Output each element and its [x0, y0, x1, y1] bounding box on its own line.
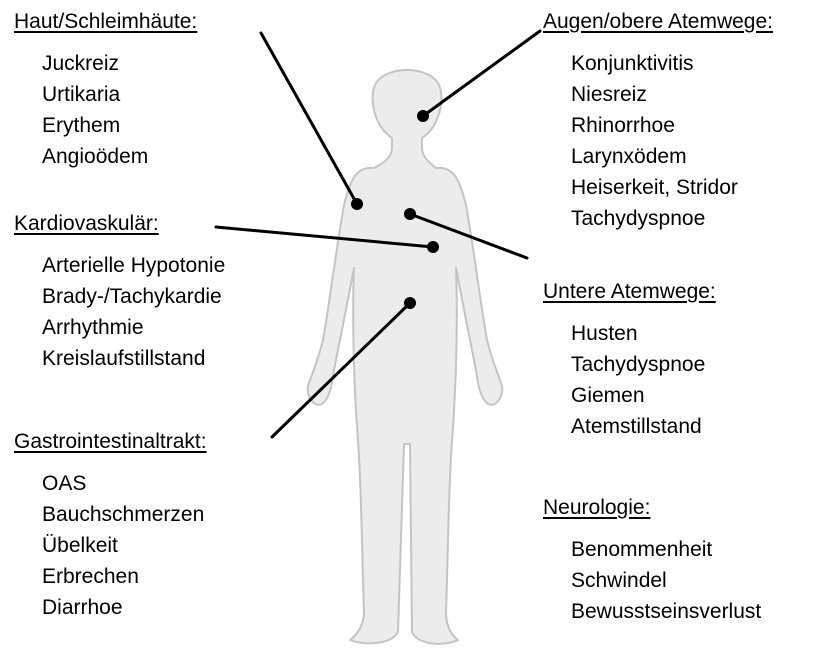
list-item: Rhinorrhoe	[571, 110, 773, 141]
heading-haut: Haut/Schleimhäute:	[14, 10, 197, 34]
list-item: Larynxödem	[571, 141, 773, 172]
list-item: Atemstillstand	[571, 411, 716, 442]
heading-augen: Augen/obere Atemwege:	[543, 10, 773, 34]
list-item: Urtikaria	[42, 79, 197, 110]
list-item: Arterielle Hypotonie	[42, 250, 225, 281]
heading-gastro: Gastrointestinaltrakt:	[14, 430, 207, 454]
dot-head	[417, 110, 429, 122]
list-item: Erythem	[42, 110, 197, 141]
body-silhouette	[308, 70, 503, 644]
group-kardiovaskulaer: Kardiovaskulär: Arterielle Hypotonie Bra…	[14, 212, 225, 374]
dot-chest	[404, 208, 416, 220]
list-neuro: Benommenheit Schwindel Bewusstseinsverlu…	[571, 534, 761, 627]
list-item: Husten	[571, 318, 716, 349]
list-item: Juckreiz	[42, 48, 197, 79]
list-untere: Husten Tachydyspnoe Giemen Atemstillstan…	[571, 318, 716, 442]
list-item: Kreislaufstillstand	[42, 343, 225, 374]
connector-haut	[261, 33, 357, 204]
list-item: Bewusstseinsverlust	[571, 596, 761, 627]
list-haut: Juckreiz Urtikaria Erythem Angioödem	[42, 48, 197, 172]
heading-kardio: Kardiovaskulär:	[14, 212, 225, 236]
dot-heart	[427, 241, 439, 253]
list-gastro: OAS Bauchschmerzen Übelkeit Erbrechen Di…	[42, 468, 207, 623]
group-haut-schleimhaeute: Haut/Schleimhäute: Juckreiz Urtikaria Er…	[14, 10, 197, 172]
group-gastrointestinaltrakt: Gastrointestinaltrakt: OAS Bauchschmerze…	[14, 430, 207, 623]
group-neurologie: Neurologie: Benommenheit Schwindel Bewus…	[543, 496, 761, 627]
dot-shoulder	[351, 198, 363, 210]
list-kardio: Arterielle Hypotonie Brady-/Tachykardie …	[42, 250, 225, 374]
group-augen-obere-atemwege: Augen/obere Atemwege: Konjunktivitis Nie…	[543, 10, 773, 234]
list-item: Schwindel	[571, 565, 761, 596]
dot-abdomen	[404, 297, 416, 309]
list-item: Bauchschmerzen	[42, 499, 207, 530]
group-untere-atemwege: Untere Atemwege: Husten Tachydyspnoe Gie…	[543, 280, 716, 442]
list-item: Giemen	[571, 380, 716, 411]
connector-augen	[423, 31, 540, 116]
list-item: OAS	[42, 468, 207, 499]
list-item: Brady-/Tachykardie	[42, 281, 225, 312]
list-item: Diarrhoe	[42, 592, 207, 623]
list-item: Niesreiz	[571, 79, 773, 110]
heading-neuro: Neurologie:	[543, 496, 761, 520]
list-item: Tachydyspnoe	[571, 203, 773, 234]
list-augen: Konjunktivitis Niesreiz Rhinorrhoe Laryn…	[571, 48, 773, 234]
list-item: Tachydyspnoe	[571, 349, 716, 380]
list-item: Konjunktivitis	[571, 48, 773, 79]
list-item: Angioödem	[42, 141, 197, 172]
list-item: Heiserkeit, Stridor	[571, 172, 773, 203]
list-item: Erbrechen	[42, 561, 207, 592]
list-item: Arrhythmie	[42, 312, 225, 343]
list-item: Übelkeit	[42, 530, 207, 561]
list-item: Benommenheit	[571, 534, 761, 565]
heading-untere: Untere Atemwege:	[543, 280, 716, 304]
